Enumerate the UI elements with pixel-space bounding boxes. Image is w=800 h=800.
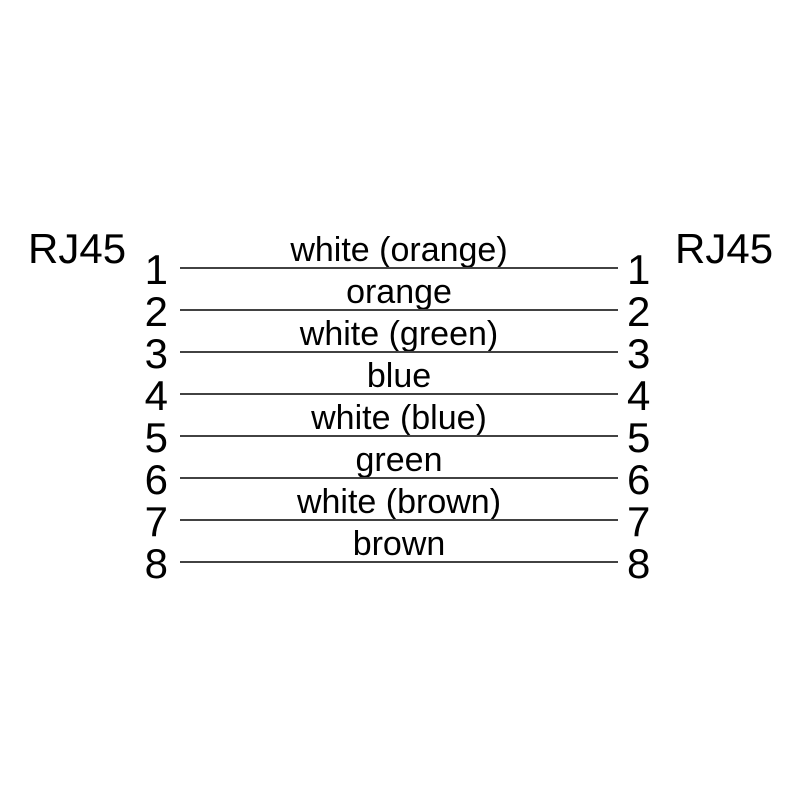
wire-line [180, 477, 618, 479]
wire-row-7: 7 white (brown) 7 [0, 480, 800, 544]
pin-number-right: 5 [627, 414, 651, 461]
wire-line [180, 309, 618, 311]
wire-color-label: white (orange) [290, 231, 508, 269]
pin-number-right: 7 [627, 498, 651, 545]
pin-number-right: 2 [627, 288, 651, 335]
wire-row-3: 3 white (green) 3 [0, 312, 800, 376]
pin-number-right: 8 [627, 540, 651, 587]
pin-number-left: 7 [144, 498, 168, 545]
wire-color-label: green [355, 441, 443, 479]
pin-number-left: 4 [144, 372, 168, 419]
pin-number-left: 3 [144, 330, 168, 377]
wire-line [180, 393, 618, 395]
pin-number-right: 4 [627, 372, 651, 419]
pin-number-left: 6 [144, 456, 168, 503]
wire-color-label: white (blue) [311, 399, 487, 437]
pin-number-right: 3 [627, 330, 651, 377]
pin-number-left: 1 [144, 246, 168, 293]
wire-line [180, 561, 618, 563]
pin-number-left: 5 [144, 414, 168, 461]
pin-number-left: 8 [144, 540, 168, 587]
pin-number-right: 6 [627, 456, 651, 503]
right-connector-label: RJ45 [675, 225, 774, 272]
wire-line [180, 435, 618, 437]
wire-line [180, 351, 618, 353]
wire-color-label: brown [352, 525, 446, 563]
pin-number-right: 1 [627, 246, 651, 293]
wire-row-1: 1 white (orange) 1 [0, 228, 800, 292]
wire-color-label: blue [366, 357, 432, 395]
wire-color-label: white (brown) [296, 483, 502, 521]
wire-color-label: white (green) [299, 315, 499, 353]
pin-number-left: 2 [144, 288, 168, 335]
wire-row-6: 6 green 6 [0, 438, 800, 502]
wire-row-8: 8 brown 8 [0, 522, 800, 586]
wire-row-4: 4 blue 4 [0, 354, 800, 418]
wire-row-2: 2 orange 2 [0, 270, 800, 334]
wire-line [180, 519, 618, 521]
wire-color-label: orange [346, 273, 452, 311]
wire-row-5: 5 white (blue) 5 [0, 396, 800, 460]
left-connector-label: RJ45 [28, 225, 127, 272]
wire-line [180, 267, 618, 269]
